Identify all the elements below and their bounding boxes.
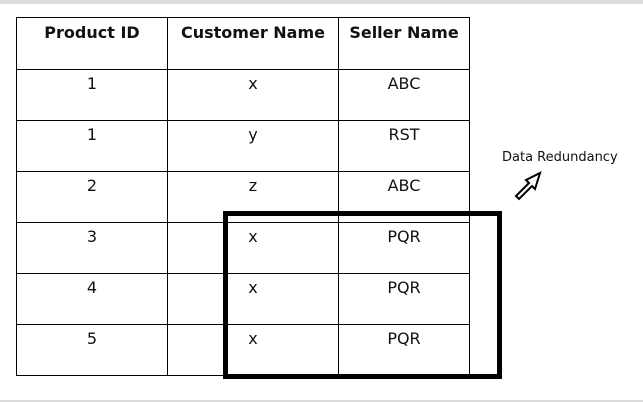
cell-customer-name: z	[167, 171, 339, 223]
cell-customer-name: x	[167, 273, 339, 325]
cell-customer-name: y	[167, 120, 339, 172]
cell-customer-name: x	[167, 69, 339, 121]
cell-product-id: 2	[16, 171, 168, 223]
table-row: 1 x ABC	[16, 69, 470, 121]
cell-seller-name: PQR	[338, 324, 470, 376]
data-redundancy-label: Data Redundancy	[502, 150, 618, 165]
table-row: 2 z ABC	[16, 171, 470, 223]
table-row: 5 x PQR	[16, 324, 470, 376]
cell-customer-name: x	[167, 324, 339, 376]
cell-product-id: 4	[16, 273, 168, 325]
table-row: 3 x PQR	[16, 222, 470, 274]
cell-product-id: 5	[16, 324, 168, 376]
header-customer-name: Customer Name	[167, 17, 339, 70]
product-table: Product ID Customer Name Seller Name 1 x…	[16, 17, 470, 376]
top-divider	[0, 0, 643, 4]
table-row: 1 y RST	[16, 120, 470, 172]
table-row: 4 x PQR	[16, 273, 470, 325]
cell-customer-name: x	[167, 222, 339, 274]
cell-product-id: 3	[16, 222, 168, 274]
cell-seller-name: RST	[338, 120, 470, 172]
cell-seller-name: PQR	[338, 273, 470, 325]
bottom-divider	[0, 400, 643, 402]
cell-seller-name: ABC	[338, 171, 470, 223]
header-product-id: Product ID	[16, 17, 168, 70]
cell-seller-name: ABC	[338, 69, 470, 121]
cell-seller-name: PQR	[338, 222, 470, 274]
cell-product-id: 1	[16, 120, 168, 172]
header-seller-name: Seller Name	[338, 17, 470, 70]
hollow-arrow-up-right-icon	[514, 171, 542, 201]
cell-product-id: 1	[16, 69, 168, 121]
table-header-row: Product ID Customer Name Seller Name	[16, 17, 470, 70]
